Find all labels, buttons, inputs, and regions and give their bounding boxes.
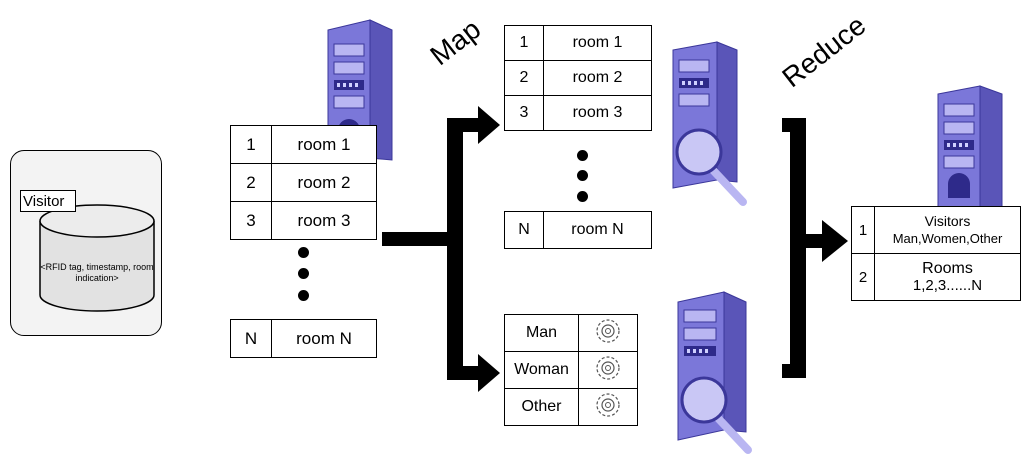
ellipsis-dot — [577, 150, 588, 161]
row-label: room 2 — [543, 60, 652, 96]
row-label: Other — [504, 388, 579, 426]
table-row: Woman — [504, 351, 638, 389]
row-label: Man — [504, 314, 579, 352]
table-row: 3 room 3 — [230, 201, 377, 240]
table-row: 3 room 3 — [504, 95, 652, 131]
server-search-icon — [672, 41, 747, 206]
row-number: 1 — [851, 206, 875, 254]
row-title: Visitors — [924, 213, 971, 229]
row-cell: Visitors Man,Women,Other — [874, 206, 1021, 254]
row-label: room N — [271, 319, 377, 358]
row-detail: 1,2,3......N — [912, 277, 983, 294]
row-label: room 1 — [543, 25, 652, 61]
map-gender-table: Man Woman Other — [504, 314, 638, 426]
row-title: Rooms — [922, 260, 973, 277]
row-label: room 3 — [271, 201, 377, 240]
row-label: room N — [543, 211, 652, 249]
server-search-icon — [677, 291, 752, 454]
row-number: 3 — [504, 95, 544, 131]
table-row: 1 Visitors Man,Women,Other — [851, 206, 1021, 254]
table-row: N room N — [230, 319, 377, 358]
row-label: room 3 — [543, 95, 652, 131]
row-detail: Man,Women,Other — [892, 231, 1003, 246]
visitor-label: Visitor — [20, 190, 76, 212]
row-number: 3 — [230, 201, 272, 240]
table-row: 2 room 2 — [504, 60, 652, 96]
ellipsis-dot — [298, 247, 309, 258]
row-number: N — [504, 211, 544, 249]
gear-icon — [578, 351, 638, 389]
database-cylinder — [39, 204, 155, 312]
map-rooms-table-last: N room N — [504, 211, 652, 249]
row-label: room 2 — [271, 163, 377, 202]
ellipsis-dot — [298, 290, 309, 301]
table-row: 2 Rooms 1,2,3......N — [851, 253, 1021, 301]
row-number: 1 — [230, 125, 272, 164]
map-rooms-table: 1 room 1 2 room 2 3 room 3 — [504, 25, 652, 131]
row-label: room 1 — [271, 125, 377, 164]
ellipsis-dot — [577, 191, 588, 202]
table-row: 2 room 2 — [230, 163, 377, 202]
input-rooms-table-last: N room N — [230, 319, 377, 358]
gear-icon — [578, 388, 638, 426]
row-number: 2 — [851, 253, 875, 301]
table-row: 1 room 1 — [504, 25, 652, 61]
visitor-record-text: <RFID tag, timestamp, room indication> — [40, 262, 154, 283]
row-label: Woman — [504, 351, 579, 389]
table-row: N room N — [504, 211, 652, 249]
table-row: Man — [504, 314, 638, 352]
reduce-result-table: 1 Visitors Man,Women,Other 2 Rooms 1,2,3… — [851, 206, 1021, 301]
row-number: 1 — [504, 25, 544, 61]
ellipsis-dot — [298, 268, 309, 279]
row-number: N — [230, 319, 272, 358]
table-row: Other — [504, 388, 638, 426]
row-number: 2 — [504, 60, 544, 96]
server-icon — [937, 85, 1003, 214]
table-row: 1 room 1 — [230, 125, 377, 164]
ellipsis-dot — [577, 170, 588, 181]
gear-icon — [578, 314, 638, 352]
row-number: 2 — [230, 163, 272, 202]
row-cell: Rooms 1,2,3......N — [874, 253, 1021, 301]
input-rooms-table: 1 room 1 2 room 2 3 room 3 — [230, 125, 377, 240]
